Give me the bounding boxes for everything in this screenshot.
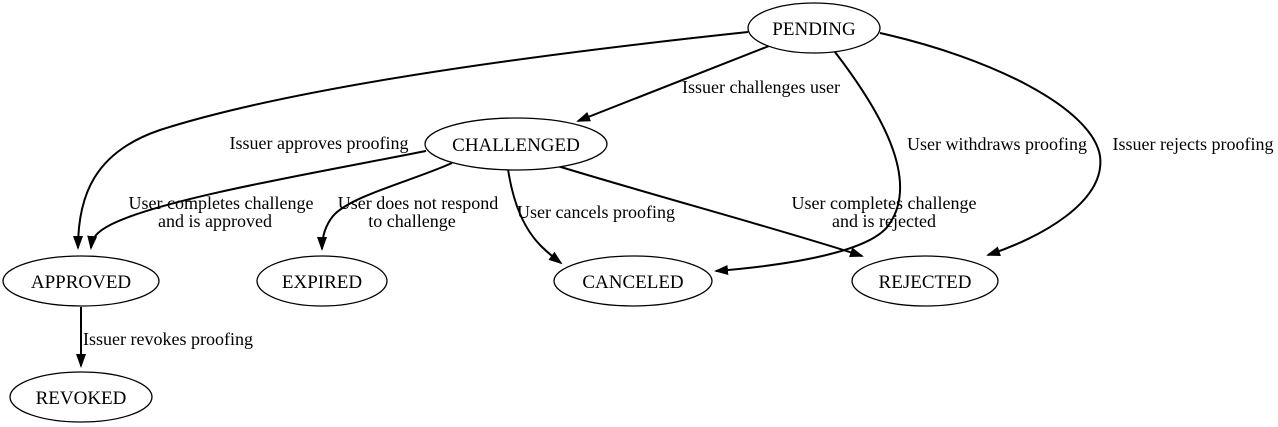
edge-pending-rejected: Issuer rejects proofing bbox=[879, 32, 1274, 257]
node-expired-ellipse bbox=[256, 255, 388, 307]
edge-challenged-expired: User does not respond to challenge bbox=[317, 162, 498, 251]
edge-label-user-does-not-respond-line1: User does not respond bbox=[338, 193, 498, 213]
edge-label-issuer-rejects-proofing: Issuer rejects proofing bbox=[1113, 134, 1274, 154]
edge-label-user-completes-challenge-rejected-line2: and is rejected bbox=[832, 211, 936, 231]
edge-label-user-completes-challenge-approved-line1: User completes challenge bbox=[129, 193, 314, 213]
edge-label-user-completes-challenge-approved-line2: and is approved bbox=[158, 211, 272, 231]
edge-pending-challenged: Issuer challenges user bbox=[576, 45, 840, 122]
edge-label-issuer-approves-proofing: Issuer approves proofing bbox=[230, 133, 409, 153]
edge-label-issuer-revokes-proofing: Issuer revokes proofing bbox=[83, 329, 253, 349]
node-rejected: REJECTED bbox=[851, 255, 999, 307]
edge-approved-revoked: Issuer revokes proofing bbox=[76, 307, 253, 368]
node-rejected-label: REJECTED bbox=[879, 272, 972, 293]
edge-pending-approved: Issuer approves proofing bbox=[73, 31, 749, 250]
edge-pending-canceled: User withdraws proofing bbox=[714, 51, 1087, 276]
edge-label-user-cancels-proofing: User cancels proofing bbox=[517, 202, 675, 222]
edge-label-user-completes-challenge-rejected-line1: User completes challenge bbox=[792, 193, 977, 213]
node-pending-ellipse bbox=[747, 2, 881, 54]
node-revoked-ellipse bbox=[9, 371, 153, 423]
edge-label-user-withdraws-proofing: User withdraws proofing bbox=[907, 134, 1087, 154]
node-revoked-label: REVOKED bbox=[36, 388, 127, 409]
node-challenged-label: CHALLENGED bbox=[452, 135, 580, 156]
node-canceled: CANCELED bbox=[553, 255, 713, 307]
node-expired: EXPIRED bbox=[256, 255, 388, 307]
edge-challenged-canceled: User cancels proofing bbox=[507, 168, 675, 265]
edge-challenged-approved: User completes challenge and is approved bbox=[87, 150, 427, 250]
node-approved-label: APPROVED bbox=[31, 272, 131, 293]
node-approved: APPROVED bbox=[2, 255, 160, 307]
node-challenged-ellipse bbox=[424, 117, 608, 171]
node-revoked: REVOKED bbox=[9, 371, 153, 423]
node-canceled-label: CANCELED bbox=[582, 272, 683, 293]
edge-label-user-does-not-respond-line2: to challenge bbox=[368, 211, 455, 231]
edge-label-issuer-challenges-user: Issuer challenges user bbox=[682, 77, 840, 97]
node-approved-ellipse bbox=[2, 255, 160, 307]
edge-challenged-rejected: User completes challenge and is rejected bbox=[550, 163, 977, 257]
node-pending: PENDING bbox=[747, 2, 881, 54]
node-expired-label: EXPIRED bbox=[282, 272, 362, 293]
node-pending-label: PENDING bbox=[772, 19, 856, 40]
edges-layer: Issuer challenges user Issuer approves p… bbox=[73, 31, 1274, 368]
node-canceled-ellipse bbox=[553, 255, 713, 307]
node-challenged: CHALLENGED bbox=[424, 117, 608, 171]
node-rejected-ellipse bbox=[851, 255, 999, 307]
nodes-layer: PENDING CHALLENGED APPROVED EXPIRED CANC… bbox=[2, 2, 999, 423]
